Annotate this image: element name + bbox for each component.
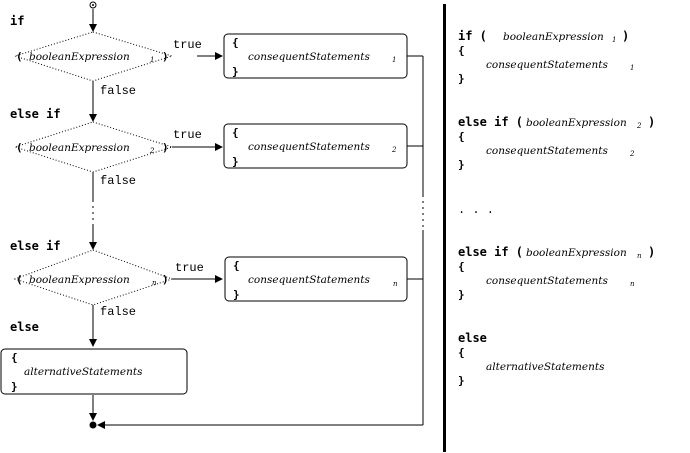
svg-text:2: 2: [636, 122, 642, 130]
svg-text:): ): [648, 245, 655, 259]
code-listing: if ( booleanExpression 1 ) { consequentS…: [458, 29, 655, 387]
svg-text:1: 1: [612, 36, 616, 44]
svg-text:2: 2: [629, 150, 635, 158]
else-label: else: [10, 320, 39, 334]
alternative-box: { alternativeStatements }: [0, 348, 188, 395]
svg-text:{: {: [458, 44, 465, 57]
svg-text:): ): [162, 273, 169, 286]
svg-text:booleanExpression: booleanExpression: [526, 117, 627, 129]
svg-text:consequentStatements: consequentStatements: [248, 141, 371, 153]
consequent-box-2: { consequentStatements 2 }: [223, 123, 408, 169]
svg-text:alternativeStatements: alternativeStatements: [24, 366, 143, 378]
svg-text:{: {: [232, 126, 239, 139]
svg-text:1: 1: [392, 56, 396, 64]
consequent-box-n: { consequentStatements n }: [224, 256, 408, 302]
svg-text:): ): [648, 115, 655, 129]
false-label-2: false: [100, 174, 136, 188]
svg-text:): ): [162, 50, 169, 63]
decision-1: ( booleanExpression 1 ): [13, 31, 174, 82]
svg-text:(: (: [16, 141, 23, 154]
svg-text:consequentStatements: consequentStatements: [248, 51, 371, 63]
true-label-1: true: [173, 38, 202, 52]
svg-text:}: }: [458, 374, 465, 387]
svg-text:n: n: [637, 252, 642, 260]
svg-text:}: }: [458, 72, 465, 85]
svg-text:n: n: [152, 279, 157, 287]
svg-text:else if (: else if (: [458, 245, 523, 259]
else-if-label-2: else if: [10, 107, 61, 121]
svg-text:}: }: [232, 155, 239, 168]
svg-text:(: (: [16, 50, 23, 63]
svg-text:2: 2: [391, 146, 397, 154]
condition-2: booleanExpression: [29, 142, 130, 154]
svg-text:else: else: [458, 331, 487, 345]
consequent-box-1: { consequentStatements 1 }: [223, 33, 408, 79]
svg-text:{: {: [458, 130, 465, 143]
svg-text:): ): [162, 141, 169, 154]
svg-text:{: {: [232, 36, 239, 49]
else-if-label-n: else if: [10, 239, 61, 253]
svg-text:2: 2: [149, 147, 155, 155]
svg-text:(: (: [16, 273, 23, 286]
condition-1: booleanExpression: [29, 51, 130, 63]
if-label: if: [10, 14, 24, 28]
svg-text:1: 1: [630, 64, 634, 72]
svg-text:n: n: [393, 280, 398, 288]
divider: [443, 4, 446, 452]
svg-text:): ): [622, 29, 629, 43]
false-label-1: false: [100, 84, 136, 98]
svg-text:{: {: [11, 351, 18, 364]
svg-text:else if (: else if (: [458, 115, 523, 129]
svg-text:}: }: [458, 158, 465, 171]
start-node: [89, 1, 97, 9]
svg-text:consequentStatements: consequentStatements: [486, 59, 609, 71]
svg-text:alternativeStatements: alternativeStatements: [486, 361, 605, 373]
svg-text:{: {: [458, 346, 465, 359]
svg-text:}: }: [458, 288, 465, 301]
svg-text:consequentStatements: consequentStatements: [248, 274, 371, 286]
svg-text:{: {: [458, 260, 465, 273]
svg-text:}: }: [232, 65, 239, 78]
true-label-2: true: [173, 128, 202, 142]
end-node: [89, 421, 97, 429]
true-label-n: true: [175, 261, 204, 275]
decision-2: ( booleanExpression 2 ): [13, 121, 174, 173]
svg-text:if (: if (: [458, 29, 487, 43]
svg-text:1: 1: [150, 56, 154, 64]
svg-text:}: }: [233, 288, 240, 301]
svg-text:consequentStatements: consequentStatements: [486, 275, 609, 287]
svg-text:n: n: [630, 280, 635, 288]
false-label-n: false: [100, 305, 136, 319]
condition-n: booleanExpression: [29, 274, 130, 286]
svg-text:consequentStatements: consequentStatements: [486, 145, 609, 157]
svg-text:booleanExpression: booleanExpression: [503, 31, 604, 43]
svg-text:. . .: . . .: [458, 203, 494, 217]
svg-text:{: {: [233, 259, 240, 272]
merge-lines: [97, 55, 424, 429]
svg-text:}: }: [11, 380, 18, 393]
decision-n: ( booleanExpression n ): [13, 249, 174, 306]
svg-text:booleanExpression: booleanExpression: [526, 247, 627, 259]
